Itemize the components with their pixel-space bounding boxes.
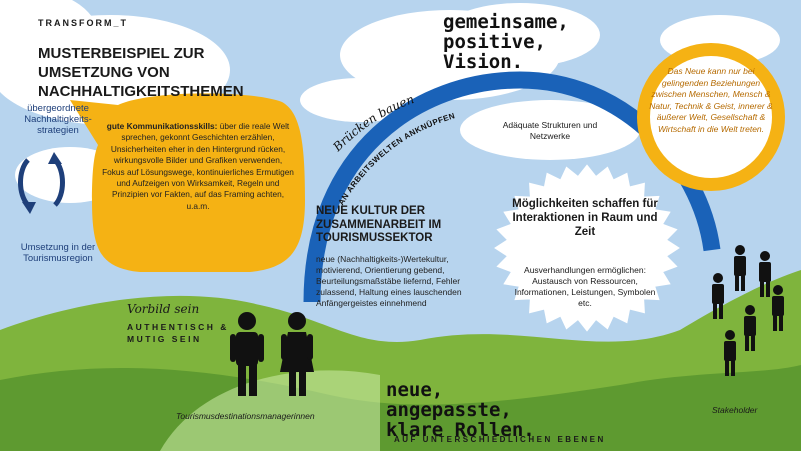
stakeholder-figure-part [741,275,745,291]
stakeholder-figure-part [724,341,736,361]
stakeholder-figure-part [712,284,724,304]
roles-line: neue, [386,379,444,401]
roles-motto: neue, angepasste, klare Rollen. [386,380,535,440]
vision-line: positive, [443,31,546,53]
stakeholder-figure-part [779,315,783,331]
relationship-ring-inner [650,56,772,178]
bridge-label: Brücken bauen [330,92,416,155]
starburst-shape [494,164,680,332]
arrow-head-down-icon [22,202,36,214]
vision-line: gemeinsame, [443,11,569,33]
stakeholder-label: Stakeholder [712,405,758,415]
managers-label: Tourismusdestinationsmanagerinnen [176,411,315,421]
stakeholder-figure-part [751,335,755,351]
authentic-label: AUTHENTISCH & MUTIG SEIN [127,322,229,344]
stakeholder-figure-part [759,262,771,282]
stakeholder-figure-part [735,275,739,291]
roles-line: klare Rollen. [386,419,535,441]
brand-label: TRANSFORM_T [38,18,128,28]
stakeholder-figure-part [719,303,723,319]
stakeholder-figure-part [731,360,735,376]
bridge-label-path: Brücken bauen [330,92,416,155]
stakeholder-figure-part [773,285,783,295]
possibilities-body: Ausverhandlungen ermöglichen: Austausch … [514,265,656,308]
roles-line: angepasste, [386,399,512,421]
stakeholder-figure-part [760,281,764,297]
stakeholder-figure-part [713,273,723,283]
implementation-label: Umsetzung in der Tourismusregion [20,242,96,264]
stakeholder-figure-part [735,245,745,255]
stakeholder-figures-icon [712,245,784,376]
communication-text: gute Kommunikationsskills: über die real… [102,121,294,212]
structures-label: Adäquate Strukturen und Netzwerke [502,120,598,141]
stakeholder-figure-part [725,360,729,376]
stakeholder-figure-part [773,315,777,331]
stakeholder-figure-part [725,330,735,340]
manager-female-icon [280,312,314,396]
stakeholder-figure-part [766,281,770,297]
vision-motto: gemeinsame, positive, Vision. [443,12,569,72]
strategy-label: übergeordnete Nachhaltigkeits-strategien [24,103,92,136]
vision-line: Vision. [443,51,524,73]
communication-body: über die reale Welt sprechen, gekonnt Ge… [102,121,294,211]
hill-highlight [160,370,380,451]
arrow-head-up-icon [48,152,62,164]
culture-heading: NEUE KULTUR DER ZUSAMMENARBEIT IM TOURIS… [316,205,442,244]
manager-male-icon [230,312,264,396]
stakeholder-figure-part [744,316,756,336]
page-title: MUSTERBEISPIEL ZUR UMSETZUNG VON NACHHAL… [38,45,244,100]
culture-body: neue (Nachhaltigkeits-)Wertekultur, moti… [316,254,462,308]
possibilities-heading: Möglichkeiten schaffen für Interaktionen… [512,198,658,238]
levels-label: AUF UNTERSCHIEDLICHEN EBENEN [394,435,606,444]
stakeholder-figure-part [772,296,784,316]
relationship-text: Das Neue kann nur bei gelingenden Bezieh… [649,66,773,134]
stakeholder-figure-part [745,335,749,351]
stakeholder-figure-part [760,251,770,261]
role-model-label: Vorbild sein [127,302,200,316]
stakeholder-figure-part [734,256,746,276]
stakeholder-figure-part [713,303,717,319]
stakeholder-figure-part [745,305,755,315]
communication-bubble [70,93,305,272]
communication-heading: gute Kommunikationsskills: [106,121,218,131]
